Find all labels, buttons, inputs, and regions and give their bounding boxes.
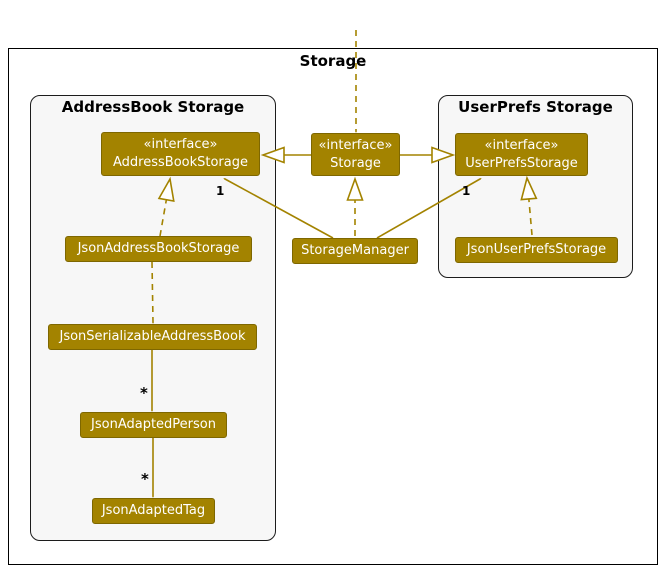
frame-addressbook-storage-title: AddressBook Storage xyxy=(61,98,245,116)
association-arrow-storagemanager-to-addressbookstorage xyxy=(225,179,334,239)
outer-frame-title: Storage xyxy=(299,52,367,70)
class-jsonadaptedtag: JsonAdaptedTag xyxy=(92,498,215,524)
association-arrow-storagemanager-to-userprefsstorage xyxy=(376,179,480,239)
realization-arrow-jsonaddressbookstorage-to-addressbookstorage xyxy=(157,176,175,237)
class-jsonadaptedperson-name: JsonAdaptedPerson xyxy=(91,417,216,432)
class-jsonadaptedtag-name: JsonAdaptedTag xyxy=(101,503,206,518)
class-jsonadaptedperson: JsonAdaptedPerson xyxy=(80,412,227,438)
class-jsonuserprefsstorage: JsonUserPrefsStorage xyxy=(455,237,618,263)
class-storagemanager-name: StorageManager xyxy=(301,243,409,258)
multiplicity-manager-addressbookstorage: 1 xyxy=(216,184,225,198)
class-addressbookstorage: «interface» AddressBookStorage xyxy=(101,132,260,176)
class-userprefsstorage-stereotype: «interface» xyxy=(484,137,559,153)
class-addressbookstorage-name: AddressBookStorage xyxy=(113,155,248,170)
class-jsonaddressbookstorage-name: JsonAddressBookStorage xyxy=(77,241,240,256)
class-storage-name: Storage xyxy=(330,155,381,171)
class-userprefsstorage: «interface» UserPrefsStorage xyxy=(455,133,588,176)
class-jsonserializableaddressbook: JsonSerializableAddressBook xyxy=(48,324,257,350)
multiplicity-serializable-person: * xyxy=(140,384,148,402)
multiplicity-manager-userprefsstorage: 1 xyxy=(462,184,471,198)
class-storagemanager: StorageManager xyxy=(292,238,418,264)
dependency-arrow-jsonaddressbookstorage-to-jsonserializableaddressbook xyxy=(152,261,153,322)
class-storage: «interface» Storage xyxy=(311,133,400,176)
frame-userprefs-storage-title: UserPrefs Storage xyxy=(458,98,613,116)
class-jsonaddressbookstorage: JsonAddressBookStorage xyxy=(65,236,252,262)
class-jsonserializableaddressbook-name: JsonSerializableAddressBook xyxy=(59,329,246,344)
class-addressbookstorage-stereotype: «interface» xyxy=(143,137,218,152)
class-userprefsstorage-name: UserPrefsStorage xyxy=(465,155,578,171)
class-storage-stereotype: «interface» xyxy=(318,137,393,153)
multiplicity-person-tag: * xyxy=(141,470,149,488)
class-jsonuserprefsstorage-name: JsonUserPrefsStorage xyxy=(466,242,607,257)
realization-arrow-jsonuserprefsstorage-to-userprefsstorage xyxy=(520,175,538,236)
